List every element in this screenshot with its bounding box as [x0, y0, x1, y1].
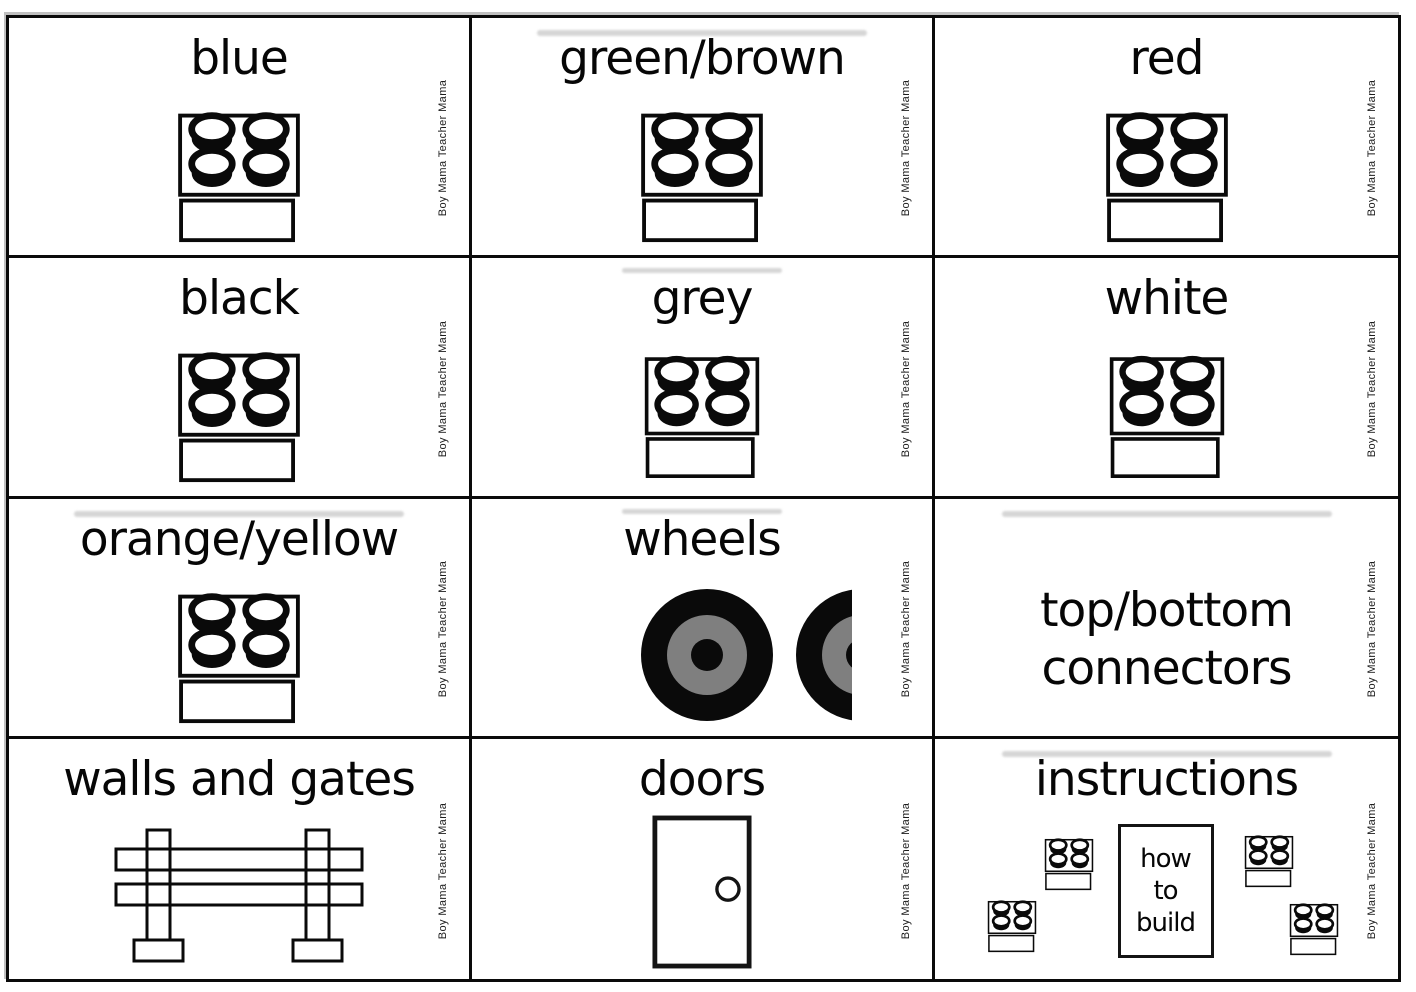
- lego-brick-icon: [643, 344, 761, 484]
- how-to-build-box: how to build: [1117, 824, 1214, 959]
- card-title: top/bottom connectors: [1040, 582, 1294, 697]
- lego-brick-icon: [1244, 832, 1294, 888]
- scan-artifact: [1001, 510, 1332, 517]
- card-title: orange/yellow: [79, 511, 399, 567]
- icon-area: [472, 338, 932, 490]
- card-grey: grey Boy Mama Teacher Mama: [472, 258, 935, 499]
- card-title: grey: [651, 271, 754, 327]
- lego-brick-icon: [1044, 835, 1094, 891]
- lego-brick-icon: [1289, 900, 1339, 956]
- watermark-text: Boy Mama Teacher Mama: [1366, 80, 1378, 217]
- card-white: white Boy Mama Teacher Mama: [935, 258, 1398, 499]
- lego-brick-icon: [176, 344, 302, 484]
- watermark-text: Boy Mama Teacher Mama: [1366, 802, 1378, 940]
- lego-brick-icon: [176, 104, 302, 244]
- scan-artifact: [1001, 750, 1332, 757]
- box-line: how: [1140, 843, 1192, 874]
- icon-area: [9, 579, 469, 731]
- lego-brick-icon: [987, 897, 1037, 953]
- watermark-text: Boy Mama Teacher Mama: [1366, 320, 1378, 458]
- label-grid: blue Boy Mama Teacher Mama green/brown B…: [6, 15, 1401, 982]
- watermark-text: Boy Mama Teacher Mama: [437, 80, 449, 217]
- card-title: white: [1104, 271, 1230, 327]
- icon-area: [935, 338, 1398, 490]
- icon-area: [9, 819, 469, 974]
- watermark-text: Boy Mama Teacher Mama: [437, 802, 449, 940]
- scan-artifact: [622, 508, 782, 514]
- card-blue: blue Boy Mama Teacher Mama: [9, 18, 472, 259]
- card-title: doors: [638, 751, 766, 807]
- card-title: instructions: [1034, 751, 1299, 807]
- watermark-text: Boy Mama Teacher Mama: [900, 802, 912, 940]
- card-walls-and-gates: walls and gates Boy Mama Teacher Mama: [9, 738, 472, 979]
- card-title: wheels: [623, 511, 782, 567]
- box-line: to: [1153, 875, 1178, 906]
- door-icon: [652, 815, 752, 969]
- card-title: black: [179, 271, 300, 327]
- lego-brick-icon: [1104, 104, 1230, 244]
- icon-area: [9, 338, 469, 490]
- fence-icon: [114, 828, 364, 963]
- watermark-text: Boy Mama Teacher Mama: [437, 560, 449, 698]
- card-top-bottom-connectors: top/bottom connectors Boy Mama Teacher M…: [935, 498, 1398, 739]
- box-line: build: [1136, 907, 1196, 938]
- card-wheels: wheels Boy Mama Teacher Mama: [472, 498, 935, 739]
- icon-area: [9, 98, 469, 250]
- watermark-text: Boy Mama Teacher Mama: [1366, 560, 1378, 698]
- watermark-text: Boy Mama Teacher Mama: [437, 320, 449, 458]
- card-black: black Boy Mama Teacher Mama: [9, 258, 472, 499]
- icon-area: [935, 98, 1398, 250]
- instructions-icon: how to build: [987, 824, 1347, 964]
- card-red: red Boy Mama Teacher Mama: [935, 18, 1398, 259]
- card-title: walls and gates: [63, 751, 416, 807]
- lego-brick-icon: [639, 104, 765, 244]
- watermark-text: Boy Mama Teacher Mama: [900, 320, 912, 458]
- scan-artifact: [622, 268, 782, 274]
- card-title: red: [1129, 31, 1204, 86]
- icon-area: [472, 98, 932, 250]
- card-instructions: instructions how to build Boy Mama Teach…: [935, 738, 1398, 979]
- lego-brick-icon: [1108, 344, 1226, 484]
- card-green-brown: green/brown Boy Mama Teacher Mama: [472, 18, 935, 259]
- lego-brick-icon: [176, 585, 302, 725]
- card-doors: doors Boy Mama Teacher Mama: [472, 738, 935, 979]
- card-title: blue: [190, 31, 289, 86]
- icon-area: [472, 811, 932, 974]
- card-orange-yellow: orange/yellow Boy Mama Teacher Mama: [9, 498, 472, 739]
- icon-area: how to build: [935, 815, 1398, 974]
- wheels-icon: [552, 587, 852, 723]
- card-title: green/brown: [559, 31, 846, 86]
- watermark-text: Boy Mama Teacher Mama: [900, 80, 912, 217]
- watermark-text: Boy Mama Teacher Mama: [900, 560, 912, 698]
- icon-area: [472, 579, 932, 731]
- scan-artifact: [74, 510, 404, 517]
- scan-artifact: [537, 30, 867, 36]
